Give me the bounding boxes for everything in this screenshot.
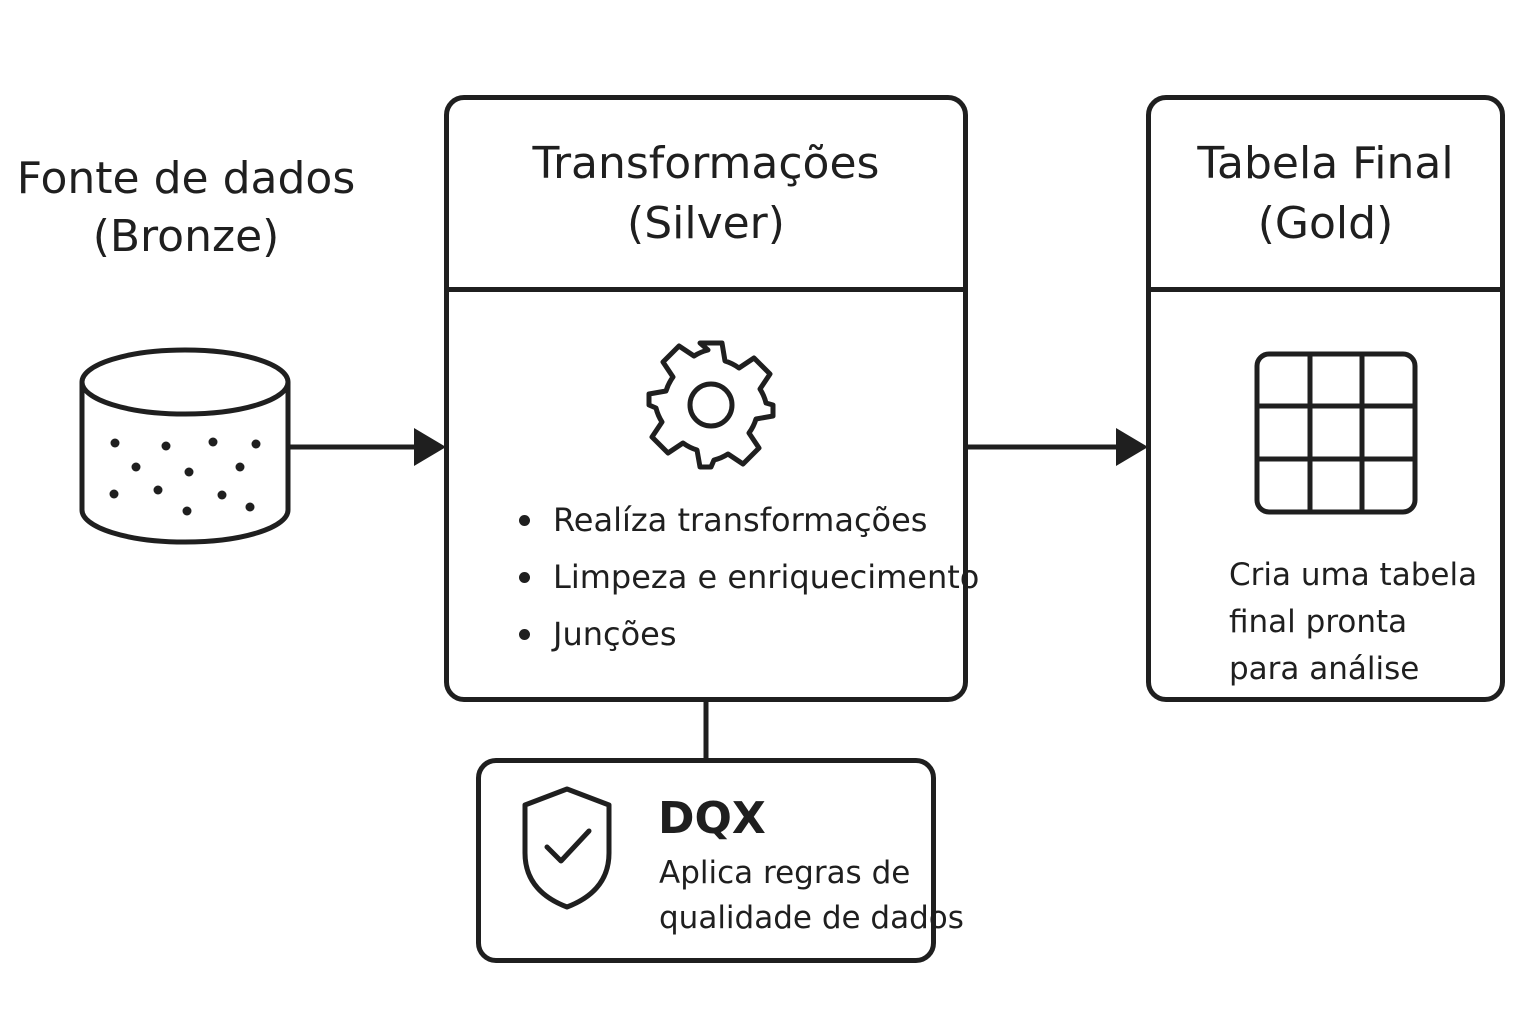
bullet-dot <box>519 629 530 640</box>
gold-box: Tabela Final (Gold) Cria uma tabela fina… <box>1146 95 1505 702</box>
dqx-description: Aplica regras de qualidade de dados <box>659 851 964 941</box>
dqx-title: DQX <box>658 793 766 844</box>
silver-title-line1: Transformações <box>532 137 880 189</box>
gold-desc-line3: para análise <box>1229 651 1420 687</box>
gold-title-line1: Tabela Final <box>1197 137 1454 189</box>
bullet-text: Junções <box>553 615 677 653</box>
silver-header: Transformações (Silver) <box>449 100 963 292</box>
silver-box: Transformações (Silver) Realíza transfor… <box>444 95 979 702</box>
gold-desc-line2: final pronta <box>1229 604 1408 640</box>
shield-check-icon <box>522 786 612 910</box>
list-item: Realíza transformações <box>519 492 979 549</box>
database-icon <box>79 347 291 545</box>
bronze-title-line1: Fonte de dados <box>16 153 356 204</box>
bullet-dot <box>519 515 530 526</box>
arrow-bronze-to-silver <box>288 428 446 466</box>
gold-desc-line1: Cria uma tabela <box>1229 557 1478 593</box>
silver-title-line2: (Silver) <box>627 197 785 249</box>
dqx-desc-line1: Aplica regras de <box>659 855 911 891</box>
table-grid-icon <box>1254 351 1418 515</box>
gold-description: Cria uma tabela final pronta para anális… <box>1229 552 1477 693</box>
dqx-desc-line2: qualidade de dados <box>659 900 964 936</box>
list-item: Junções <box>519 606 979 663</box>
gold-title-line2: (Gold) <box>1257 197 1394 249</box>
silver-bullet-list: Realíza transformações Limpeza e enrique… <box>519 492 979 663</box>
arrow-silver-to-gold <box>968 428 1148 466</box>
dqx-box: DQX Aplica regras de qualidade de dados <box>476 758 964 963</box>
bullet-text: Realíza transformações <box>553 501 928 539</box>
bronze-title-line2: (Bronze) <box>92 211 280 262</box>
gear-icon <box>646 340 776 470</box>
gold-header: Tabela Final (Gold) <box>1151 100 1500 292</box>
bullet-text: Limpeza e enriquecimento <box>553 558 980 596</box>
bullet-dot <box>519 572 530 583</box>
bronze-title: Fonte de dados (Bronze) <box>0 150 372 266</box>
list-item: Limpeza e enriquecimento <box>519 549 979 606</box>
